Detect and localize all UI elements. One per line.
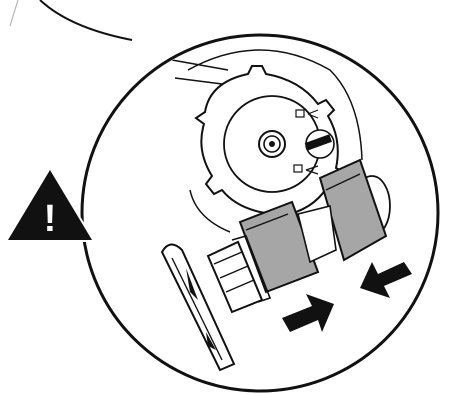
warning-triangle-icon: !	[6, 168, 94, 242]
regulator-lines	[171, 59, 229, 85]
arrow-icon	[282, 262, 412, 332]
callout-leader-line	[39, 0, 133, 41]
magnified-content	[160, 49, 412, 372]
regulator-body-outline	[187, 49, 363, 161]
magnifier-circle	[80, 33, 440, 393]
regulator-body-lower	[189, 189, 231, 233]
valve-knob-icon	[194, 65, 346, 223]
pipe-fitting-icon	[206, 235, 272, 314]
warning-glyph: !	[44, 198, 57, 240]
wrench-icon	[160, 243, 236, 372]
callout-faint-line	[9, 0, 19, 27]
